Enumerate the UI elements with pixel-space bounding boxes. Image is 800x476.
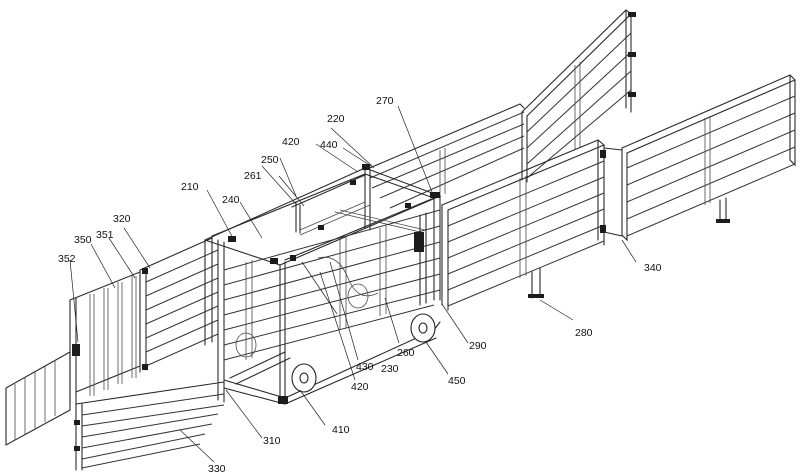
side-access-gate bbox=[70, 272, 140, 405]
swing-gate-upper bbox=[522, 10, 636, 182]
label-261: 261 bbox=[244, 170, 262, 182]
label-340: 340 bbox=[644, 262, 662, 274]
label-351: 351 bbox=[96, 229, 114, 241]
side-rail-extension bbox=[365, 104, 524, 208]
label-320: 320 bbox=[113, 213, 131, 225]
label-220: 220 bbox=[327, 113, 345, 125]
label-420-top: 420 bbox=[282, 136, 300, 148]
label-330: 330 bbox=[208, 463, 226, 475]
label-420-bottom: 420 bbox=[351, 381, 369, 393]
front-head-gate bbox=[140, 238, 218, 372]
label-290: 290 bbox=[469, 340, 487, 352]
label-410: 410 bbox=[332, 424, 350, 436]
lower-side-panel bbox=[74, 382, 224, 470]
label-260: 260 bbox=[397, 347, 415, 359]
label-350: 350 bbox=[74, 234, 92, 246]
label-280: 280 bbox=[575, 327, 593, 339]
label-250: 250 bbox=[261, 154, 279, 166]
small-swing-gate bbox=[6, 352, 70, 445]
reference-numerals: 210 220 230 240 250 260 261 270 280 290 … bbox=[58, 95, 662, 475]
label-240: 240 bbox=[222, 194, 240, 206]
rear-crush-panel bbox=[442, 140, 622, 310]
label-352: 352 bbox=[58, 253, 76, 265]
crate-base bbox=[224, 257, 440, 404]
label-270: 270 bbox=[376, 95, 394, 107]
detached-gate-panel bbox=[622, 75, 795, 240]
label-310: 310 bbox=[263, 435, 281, 447]
label-210: 210 bbox=[181, 181, 199, 193]
label-440: 440 bbox=[320, 139, 338, 151]
label-230: 230 bbox=[381, 363, 399, 375]
label-450: 450 bbox=[448, 375, 466, 387]
label-430: 430 bbox=[356, 361, 374, 373]
